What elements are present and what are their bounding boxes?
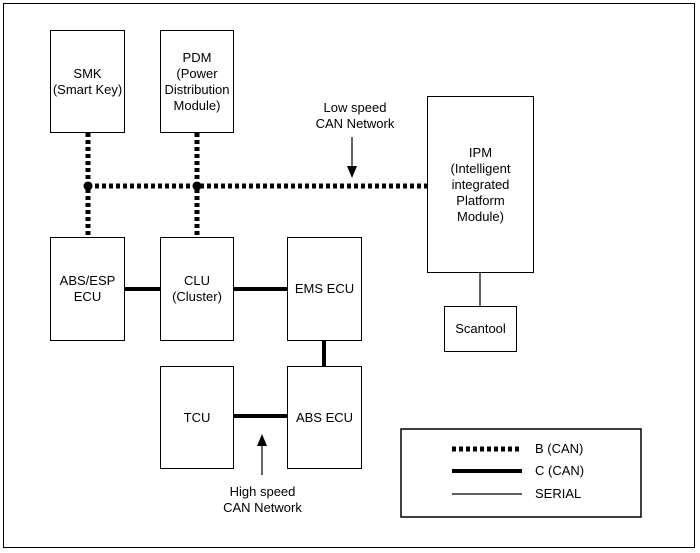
smk-box: SMK (Smart Key) (50, 30, 125, 133)
legend-b-can-label: B (CAN) (535, 441, 584, 456)
abs-ecu-box: ABS ECU (287, 366, 362, 469)
scantool-box: Scantool (444, 306, 517, 352)
b-can-junction-smk (83, 181, 93, 191)
legend-c-can-label: C (CAN) (535, 463, 585, 478)
high-speed-arrow-head (257, 434, 267, 446)
diagram-frame (3, 3, 695, 548)
clu-box: CLU (Cluster) (160, 237, 234, 341)
abs-esp-ecu-box: ABS/ESP ECU (50, 237, 125, 341)
tcu-box: TCU (160, 366, 234, 469)
legend-serial-label: SERIAL (535, 486, 582, 501)
pdm-box: PDM (Power Distribution Module) (160, 30, 234, 133)
low-speed-arrow-head (347, 166, 357, 178)
high-speed-can-label: High speed CAN Network (223, 484, 302, 515)
legend-box (400, 428, 642, 518)
ipm-box: IPM (Intelligent integrated Platform Mod… (427, 96, 534, 273)
b-can-junction-pdm (192, 181, 202, 191)
ems-ecu-box: EMS ECU (287, 237, 362, 341)
low-speed-can-label: Low speed CAN Network (315, 100, 395, 131)
